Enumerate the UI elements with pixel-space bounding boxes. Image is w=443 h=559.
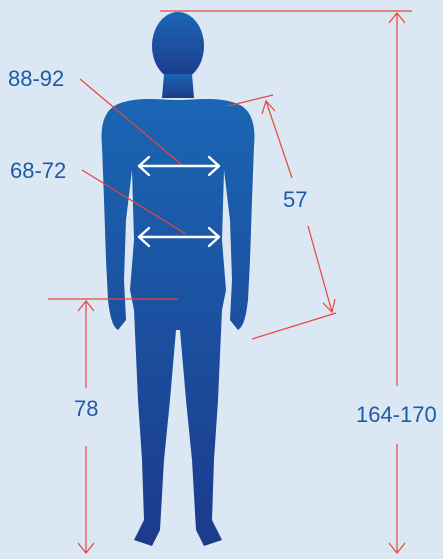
arm-line-bottom [308,226,332,312]
measurement-lines [48,11,412,553]
height-measurement-label: 164-170 [356,404,437,426]
body-silhouette [102,12,255,546]
arm-measurement-label: 57 [283,189,307,211]
arm-line-top [266,101,292,178]
inseam-measurement-label: 78 [74,398,98,420]
waist-measurement-label: 68-72 [10,160,66,182]
wrist-reference-line [252,313,336,339]
chest-measurement-label: 88-92 [8,68,64,90]
